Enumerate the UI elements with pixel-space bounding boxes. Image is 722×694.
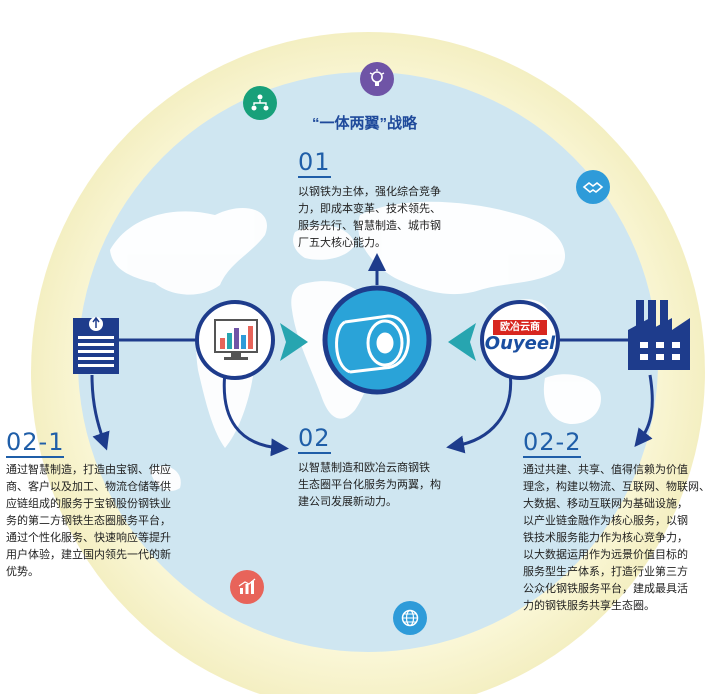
right-line: 理念，构建以物流、互联网、物联网、: [523, 481, 710, 493]
left-line: 通过个性化服务、快速响应等提升: [6, 532, 171, 544]
document-icon: [73, 316, 119, 374]
org-chart-icon: [243, 86, 277, 120]
bar-chart-icon: [230, 570, 264, 604]
center-line: 力，即成本变革、技术领先、: [298, 203, 441, 215]
left-number: 02-1: [6, 428, 65, 458]
right-line: 以产业链金融作为核心服务，以钢: [523, 515, 688, 527]
connector-lines: [90, 253, 654, 457]
center-line: 以钢铁为主体，强化综合竞争: [298, 186, 441, 198]
middle-block: 02 以智慧制造和欧冶云商钢铁 生态圈平台化服务为两翼，构 建公司发展新动力。: [298, 424, 488, 511]
teal-arrows: [280, 323, 476, 361]
globe-icon: [393, 601, 427, 635]
right-number: 02-2: [523, 428, 582, 458]
left-text: 通过智慧制造，打造由宝钢、供应 商、客户以及加工、物流仓储等供 应链组成的服务于…: [6, 462, 206, 581]
steel-coil-icon: [335, 314, 410, 374]
lightbulb-icon: [360, 62, 394, 96]
right-block: 02-2 通过共建、共享、值得信赖为价值 理念，构建以物流、互联网、物联网、 大…: [523, 428, 719, 615]
middle-line: 生态圈平台化服务为两翼，构: [298, 479, 441, 491]
center-number: 01: [298, 148, 331, 178]
left-line: 商、客户以及加工、物流仓储等供: [6, 481, 171, 493]
left-line: 优势。: [6, 566, 39, 578]
left-block: 02-1 通过智慧制造，打造由宝钢、供应 商、客户以及加工、物流仓储等供 应链组…: [6, 428, 206, 581]
right-line: 铁技术服务能力作为核心竞争力，: [523, 532, 688, 544]
ouyeel-badge: 欧冶云商: [493, 320, 547, 335]
diagram-title: “一体两翼”战略: [312, 115, 418, 132]
middle-text: 以智慧制造和欧冶云商钢铁 生态圈平台化服务为两翼，构 建公司发展新动力。: [298, 460, 488, 511]
right-line: 服务型生产体系，打造行业第三方: [523, 566, 688, 578]
left-line: 用户体验，建立国内领先一代的新: [6, 549, 171, 561]
factory-icon: [628, 300, 690, 370]
right-text: 通过共建、共享、值得信赖为价值 理念，构建以物流、互联网、物联网、 大数据、移动…: [523, 462, 719, 615]
right-line: 大数据、移动互联网为基础设施，: [523, 498, 688, 510]
left-line: 应链组成的服务于宝钢股份钢铁业: [6, 498, 171, 510]
monitor-chart-icon: [214, 319, 258, 360]
middle-line: 以智慧制造和欧冶云商钢铁: [298, 462, 430, 474]
right-line: 通过共建、共享、值得信赖为价值: [523, 464, 688, 476]
left-line: 务的第二方钢铁生态圈服务平台，: [6, 515, 171, 527]
center-line: 服务先行、智慧制造、城市钢: [298, 220, 441, 232]
ouyeel-wordmark: Ouyeel: [484, 333, 556, 354]
handshake-icon: [576, 170, 610, 204]
middle-line: 建公司发展新动力。: [298, 496, 397, 508]
center-line: 厂五大核心能力。: [298, 237, 386, 249]
right-line: 力的钢铁服务共享生态圈。: [523, 600, 655, 612]
right-line: 以大数据运用作为远景价值目标的: [523, 549, 688, 561]
center-text: 以钢铁为主体，强化综合竞争 力，即成本变革、技术领先、 服务先行、智慧制造、城市…: [298, 184, 498, 252]
middle-number: 02: [298, 424, 331, 454]
right-line: 公众化钢铁服务平台，建成最具活: [523, 583, 688, 595]
center-block: 01 以钢铁为主体，强化综合竞争 力，即成本变革、技术领先、 服务先行、智慧制造…: [298, 148, 498, 252]
left-line: 通过智慧制造，打造由宝钢、供应: [6, 464, 171, 476]
